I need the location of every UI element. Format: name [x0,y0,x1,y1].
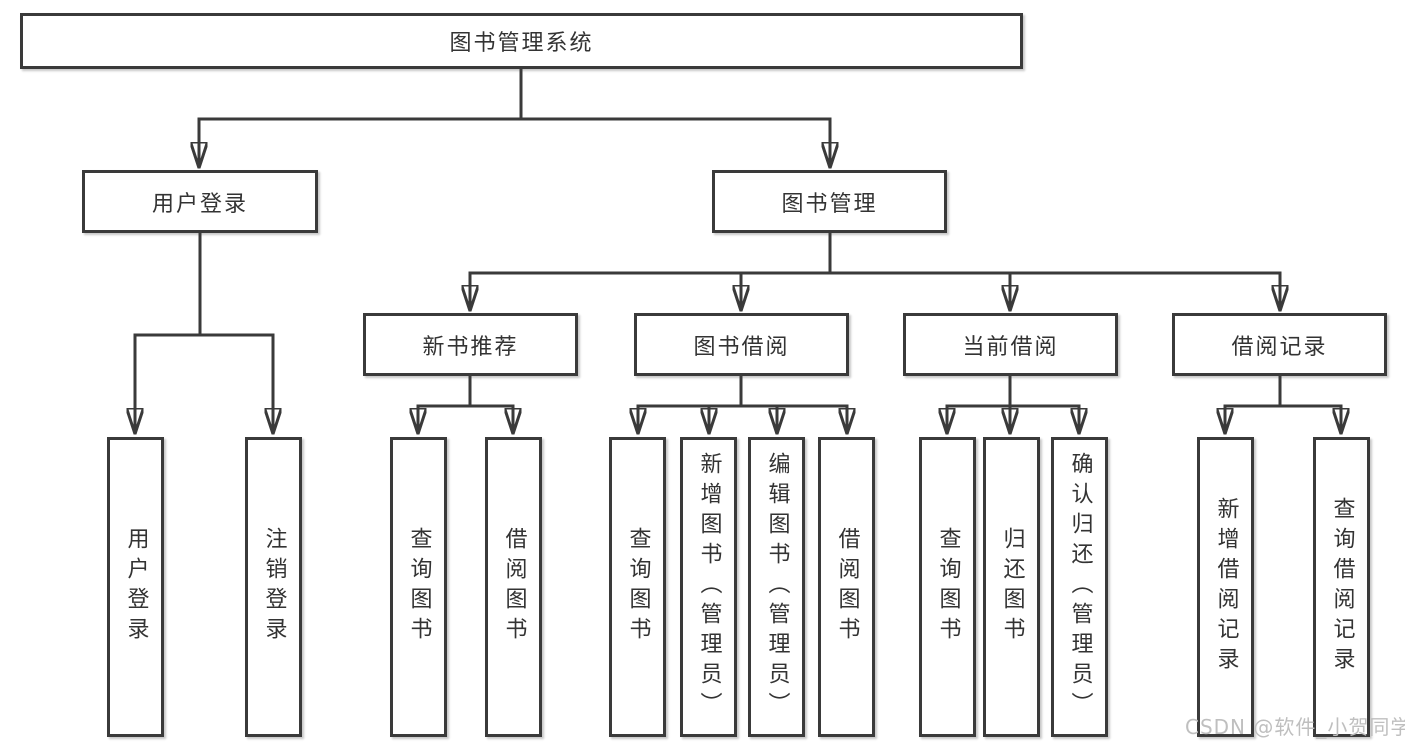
leaf-query-borrow-record: 查询借阅记录 [1313,437,1370,737]
leaf-borrow-books-recommend: 借阅图书 [485,437,542,737]
leaf-query-books-recommend: 查询图书 [390,437,447,737]
leaf-add-borrow-record: 新增借阅记录 [1197,437,1254,737]
leaf-confirm-return-admin: 确认归还（管理员） [1051,437,1108,737]
leaf-query-books-current: 查询图书 [919,437,976,737]
leaf-add-books-admin: 新增图书（管理员） [680,437,737,737]
node-borrow-records: 借阅记录 [1172,313,1387,376]
node-new-book-recommend: 新书推荐 [363,313,578,376]
watermark: CSDN @软件_小贺同学 [1185,715,1405,739]
connector-arrows [135,117,1341,435]
leaf-query-books-borrow: 查询图书 [609,437,666,737]
node-book-borrow: 图书借阅 [634,313,849,376]
leaf-logout: 注销登录 [245,437,302,737]
leaf-borrow-books: 借阅图书 [818,437,875,737]
node-library-system: 图书管理系统 [20,13,1023,69]
node-user-login: 用户登录 [82,170,318,233]
leaf-user-login: 用户登录 [107,437,164,737]
node-current-borrow: 当前借阅 [903,313,1118,376]
leaf-edit-books-admin: 编辑图书（管理员） [748,437,805,737]
node-book-management: 图书管理 [712,170,947,233]
leaf-return-books: 归还图书 [983,437,1040,737]
